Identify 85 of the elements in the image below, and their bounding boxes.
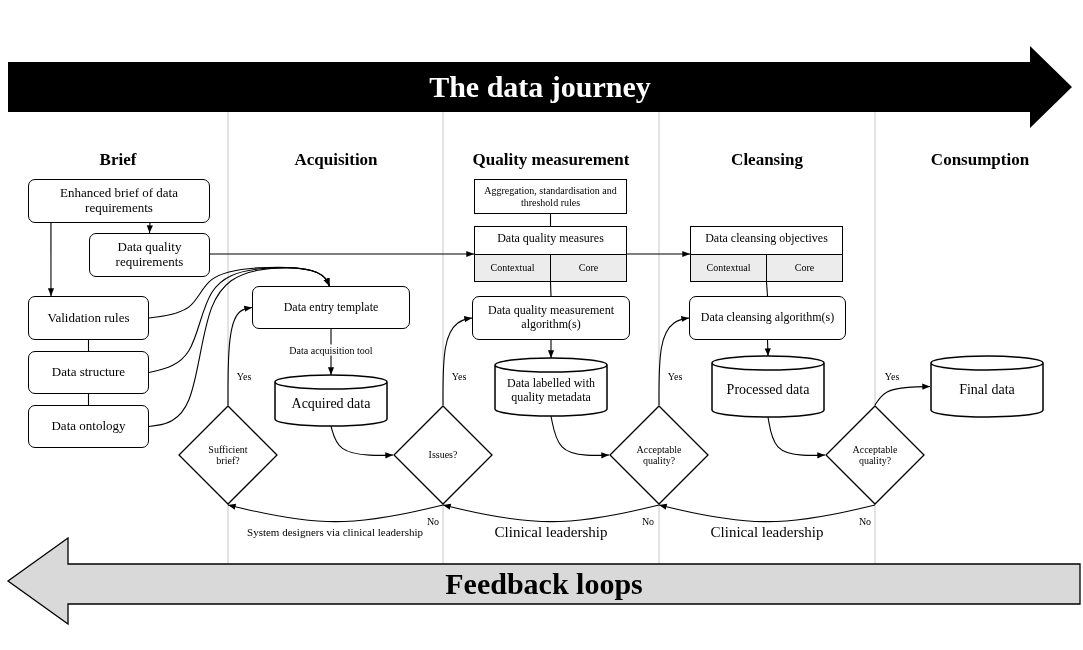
edge-label: System designers via clinical leadership bbox=[245, 526, 425, 538]
decision-diamond bbox=[609, 405, 709, 505]
connector-line bbox=[765, 281, 769, 297]
arrow bbox=[658, 315, 690, 406]
arrow bbox=[764, 339, 771, 357]
data-store-cylinder bbox=[930, 356, 1044, 417]
connector-line bbox=[549, 213, 552, 227]
arrow bbox=[209, 250, 475, 258]
store-text: Processed data bbox=[726, 381, 810, 399]
connector-line bbox=[87, 339, 90, 352]
column-heading: Acquisition bbox=[294, 150, 378, 170]
cell-text: Contextual bbox=[490, 262, 535, 274]
arrow bbox=[47, 222, 55, 297]
column-heading: Cleansing bbox=[731, 150, 803, 170]
arrow bbox=[442, 503, 660, 523]
box-text: Validation rules bbox=[47, 310, 130, 326]
branch-label: No bbox=[641, 515, 655, 527]
data-store-cylinder bbox=[494, 358, 608, 416]
edge-label: Yes bbox=[449, 370, 469, 382]
decision-text: Acceptable quality? bbox=[851, 443, 899, 467]
table-cell bbox=[691, 254, 767, 281]
banner-arrow bbox=[8, 538, 1080, 624]
table-cell bbox=[767, 254, 842, 281]
arrow bbox=[547, 339, 555, 359]
banner-arrow bbox=[8, 46, 1072, 128]
data-store-cylinder bbox=[711, 356, 825, 417]
decision-text: Acceptable quality? bbox=[635, 443, 683, 467]
edge-label: Data acquisition tool bbox=[287, 344, 375, 356]
cell-text: Core bbox=[794, 262, 815, 274]
arrow bbox=[146, 222, 153, 234]
edge-label: Yes bbox=[882, 370, 902, 382]
branch-label: No bbox=[426, 515, 440, 527]
box-text: Aggregation, standardisation and threshold rules bbox=[483, 185, 618, 208]
branch-label: No bbox=[858, 515, 872, 527]
decision-text: Sufficient brief? bbox=[207, 443, 249, 467]
arrow bbox=[442, 316, 473, 406]
arrow bbox=[626, 250, 691, 258]
connector-line bbox=[549, 281, 552, 297]
measures-table bbox=[474, 226, 627, 282]
data-store-cylinder bbox=[274, 375, 388, 426]
process-box bbox=[472, 296, 630, 340]
box-text: Data cleansing algorithm(s) bbox=[700, 311, 835, 325]
process-box bbox=[28, 179, 210, 223]
table-heading: Data cleansing objectives bbox=[705, 232, 828, 246]
edge-label: Yes bbox=[665, 370, 685, 382]
column-heading: Brief bbox=[99, 150, 137, 170]
box-text: Data entry template bbox=[283, 300, 379, 315]
arrow bbox=[227, 503, 444, 523]
process-box bbox=[28, 405, 149, 448]
arrow bbox=[767, 416, 826, 459]
cell-text: Core bbox=[578, 262, 599, 274]
edge-label: Yes bbox=[234, 370, 254, 382]
arrow bbox=[227, 305, 253, 406]
arrow bbox=[874, 383, 931, 406]
decision-text: Issues? bbox=[428, 449, 458, 461]
box-text: Data quality requirements bbox=[114, 240, 185, 270]
box-text: Data quality measurement algorithm(s) bbox=[487, 304, 615, 332]
banner-title: Feedback loops bbox=[445, 566, 643, 602]
arrow bbox=[330, 425, 394, 459]
table-cell bbox=[475, 254, 551, 281]
connector-line bbox=[87, 393, 90, 406]
table-cell bbox=[551, 254, 626, 281]
arrow bbox=[658, 503, 876, 523]
process-box bbox=[28, 296, 149, 340]
column-heading: Quality measurement bbox=[472, 150, 630, 170]
process-box bbox=[252, 286, 410, 329]
table-heading: Data quality measures bbox=[497, 232, 604, 246]
banner-title: The data journey bbox=[429, 69, 651, 105]
box-text: Data ontology bbox=[51, 419, 126, 434]
store-text: Data labelled with quality metadata bbox=[506, 376, 596, 405]
cell-text: Contextual bbox=[706, 262, 751, 274]
process-box bbox=[689, 296, 846, 340]
box-text: Enhanced brief of data requirements bbox=[59, 186, 179, 216]
store-text: Final data bbox=[959, 381, 1015, 399]
measures-table bbox=[690, 226, 843, 282]
arrow bbox=[148, 267, 330, 428]
column-heading: Consumption bbox=[930, 150, 1030, 170]
process-box bbox=[28, 351, 149, 394]
arrow bbox=[550, 415, 610, 459]
decision-diamond bbox=[393, 405, 493, 505]
decision-diamond bbox=[825, 405, 925, 505]
decision-diamond bbox=[178, 405, 278, 505]
process-box bbox=[89, 233, 210, 277]
box-text: Data structure bbox=[51, 365, 126, 380]
store-text: Acquired data bbox=[291, 395, 371, 413]
